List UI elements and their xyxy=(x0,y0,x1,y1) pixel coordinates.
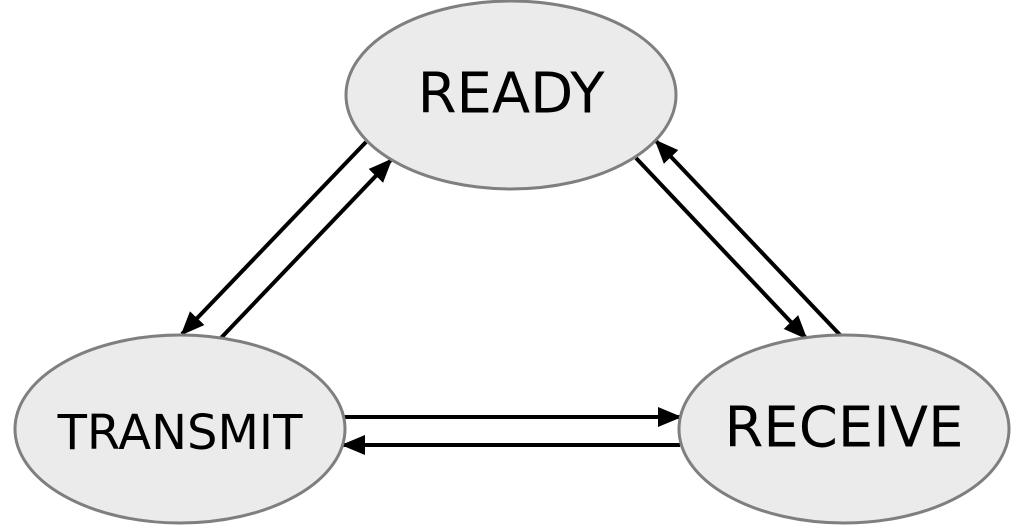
state-transmit-ellipse xyxy=(13,333,347,525)
arrow-ready-to-receive xyxy=(634,156,808,340)
state-ready-label: READY xyxy=(418,62,606,127)
state-ready: READY xyxy=(344,0,678,191)
state-ready-ellipse xyxy=(344,0,678,191)
state-receive-ellipse xyxy=(677,333,1011,525)
state-transmit: TRANSMIT xyxy=(13,333,347,525)
arrow-transmit-to-ready xyxy=(218,158,393,341)
arrow-ready-to-transmit xyxy=(180,140,368,336)
transitions xyxy=(180,139,844,455)
arrow-receive-to-ready xyxy=(654,139,844,339)
state-transmit-label: TRANSMIT xyxy=(57,405,304,461)
state-receive-label: RECEIVE xyxy=(725,396,964,461)
state-receive: RECEIVE xyxy=(677,333,1011,525)
